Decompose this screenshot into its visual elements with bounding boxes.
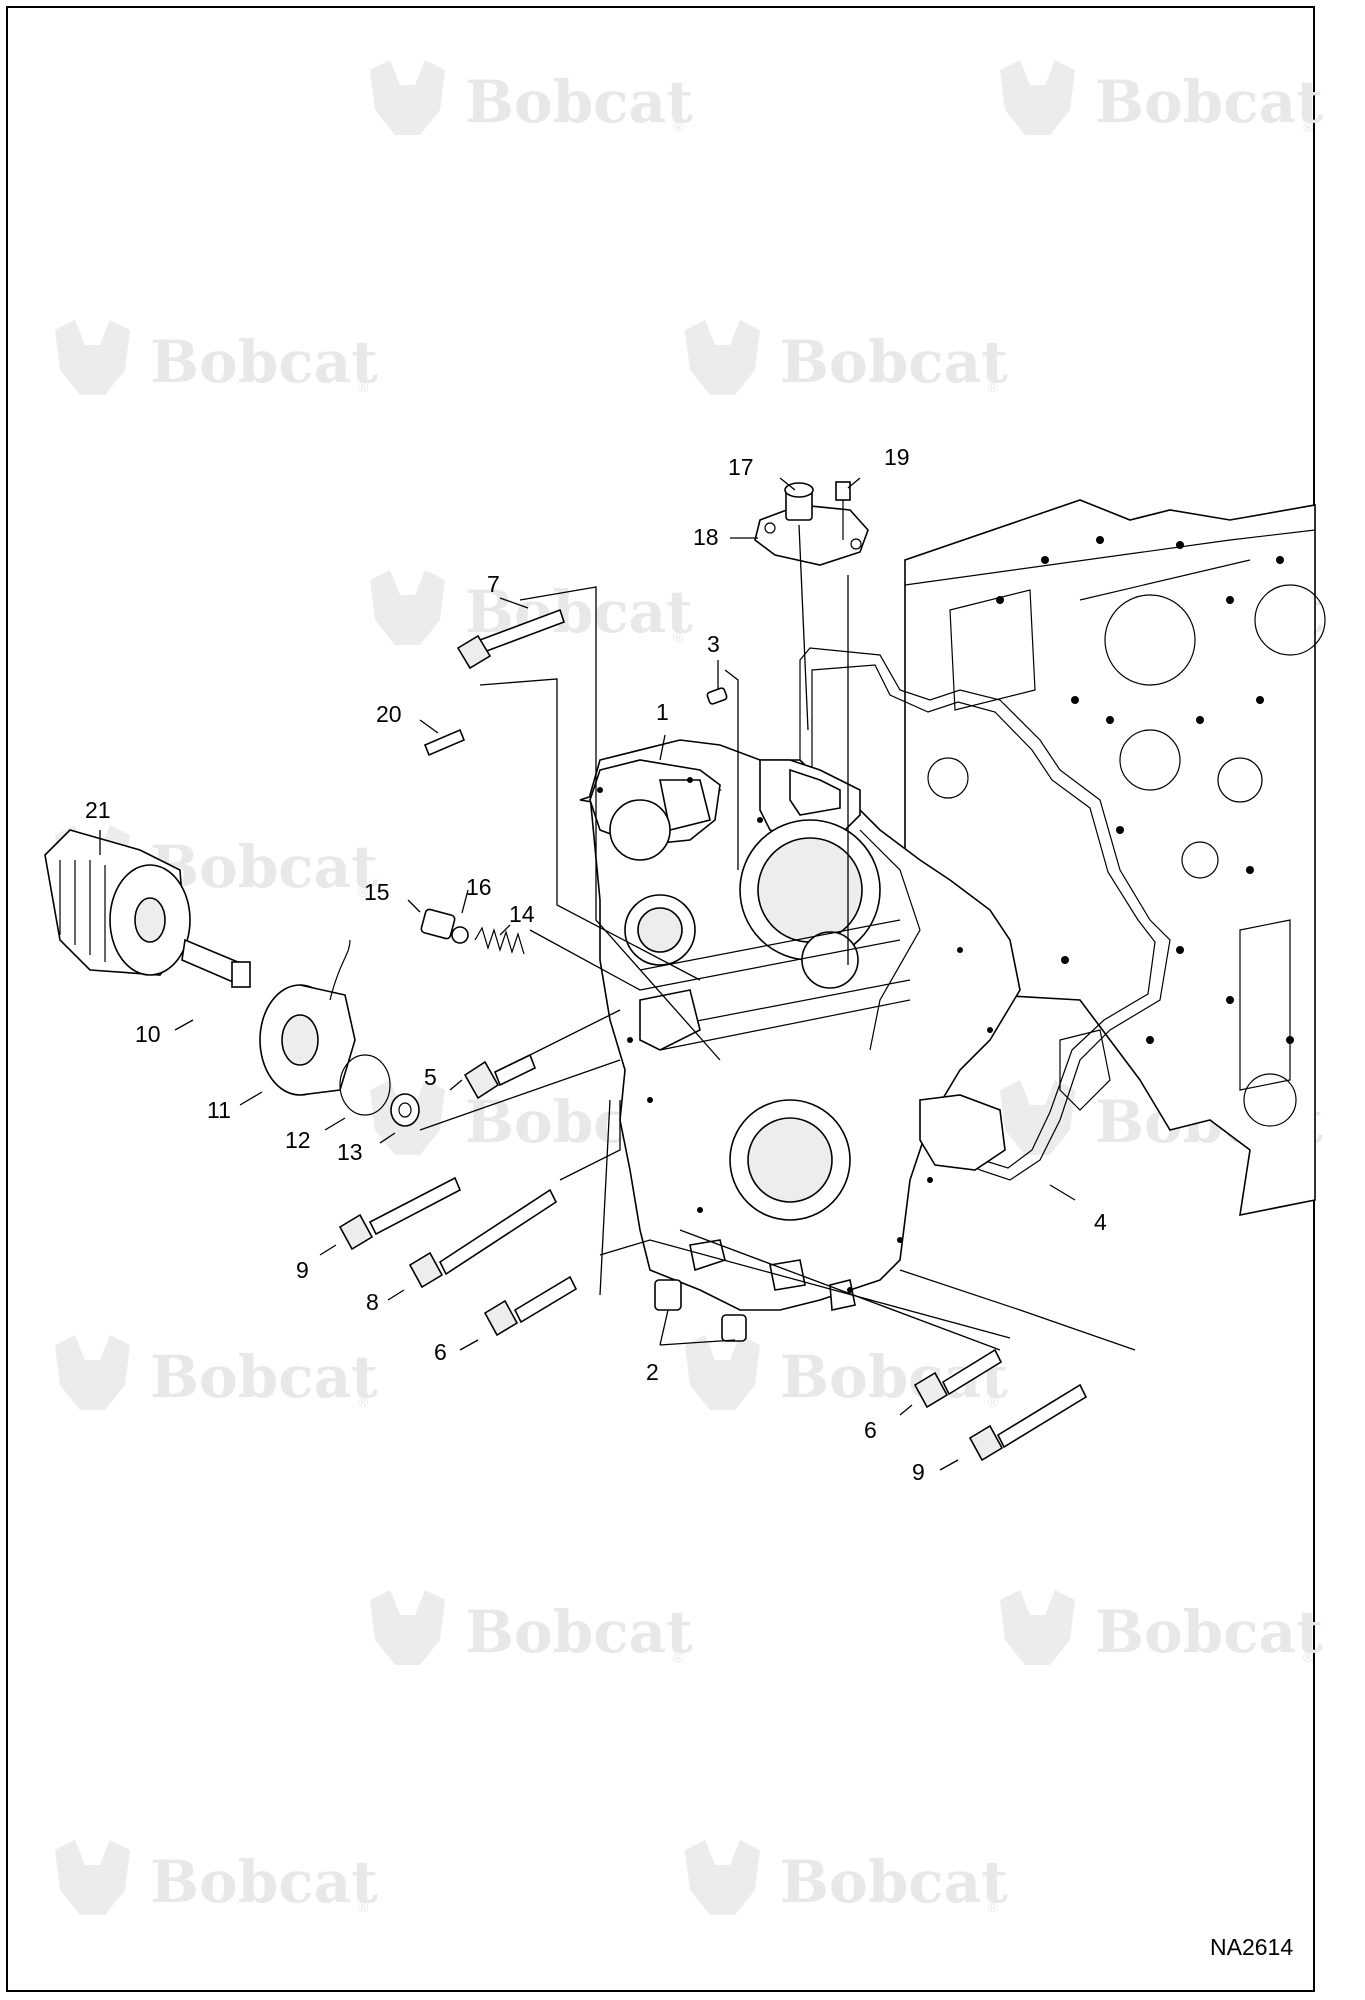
callout-5: 5 bbox=[424, 1064, 437, 1090]
bobcat-logo-icon bbox=[1000, 60, 1075, 135]
callout-9a: 9 bbox=[296, 1257, 309, 1283]
bobcat-logo-icon bbox=[370, 60, 445, 135]
watermark-text: Bobcat bbox=[1095, 68, 1323, 136]
watermark: Bobcat ® bbox=[1000, 1590, 1323, 1666]
watermark-mark: ® bbox=[673, 119, 684, 135]
bobcat-logo-icon bbox=[685, 1335, 760, 1410]
callout-3: 3 bbox=[707, 631, 720, 657]
callout-7: 7 bbox=[487, 571, 500, 597]
leader-lines bbox=[419, 524, 1136, 1351]
ball-16 bbox=[451, 926, 469, 944]
watermark-mark: ® bbox=[358, 379, 369, 395]
bolt-7 bbox=[456, 608, 566, 670]
bobcat-logo-icon bbox=[1000, 1080, 1075, 1155]
watermark-text: Bobcat bbox=[150, 1343, 378, 1411]
bobcat-logo-icon bbox=[1000, 1590, 1075, 1665]
watermark-text: Bobcat bbox=[1095, 1598, 1323, 1666]
bobcat-logo-icon bbox=[685, 1840, 760, 1915]
engine-block bbox=[904, 499, 1326, 1217]
watermark-mark: ® bbox=[673, 629, 684, 645]
washer-13 bbox=[390, 1093, 420, 1127]
watermark-mark: ® bbox=[988, 1899, 999, 1915]
fitting-17 bbox=[784, 482, 814, 521]
bobcat-logo-icon bbox=[55, 1335, 130, 1410]
bolt-9b bbox=[968, 1383, 1088, 1462]
watermark-text: Bobcat bbox=[780, 1848, 1008, 1916]
callout-11: 11 bbox=[207, 1097, 231, 1123]
bolt-6a bbox=[483, 1275, 578, 1337]
callout-8: 8 bbox=[366, 1289, 379, 1315]
callout-21: 21 bbox=[85, 797, 111, 823]
callout-6a: 6 bbox=[434, 1339, 447, 1365]
bolt-5 bbox=[463, 1053, 537, 1100]
callout-19: 19 bbox=[884, 444, 910, 470]
callout-4: 4 bbox=[1094, 1209, 1107, 1235]
case-bolt-holes bbox=[597, 777, 993, 1293]
callout-10: 10 bbox=[135, 1021, 161, 1047]
oil-filter-21 bbox=[44, 829, 191, 976]
bobcat-logo-icon bbox=[370, 570, 445, 645]
fitting-10 bbox=[181, 938, 251, 988]
oil-cooler-11 bbox=[259, 939, 356, 1096]
callout-12: 12 bbox=[285, 1127, 311, 1153]
bobcat-logo-icon bbox=[55, 1840, 130, 1915]
watermark-mark: ® bbox=[988, 379, 999, 395]
watermark: Bobcat ® bbox=[370, 1590, 693, 1666]
callout-15: 15 bbox=[364, 879, 390, 905]
watermark-text: Bobcat bbox=[150, 833, 378, 901]
bobcat-logo-icon bbox=[685, 320, 760, 395]
watermark-mark: ® bbox=[358, 884, 369, 900]
watermark-text: Bobcat bbox=[150, 328, 378, 396]
watermark-mark: ® bbox=[673, 1649, 684, 1665]
spring-14 bbox=[474, 926, 525, 955]
watermark-mark: ® bbox=[988, 1394, 999, 1410]
callout-9b: 9 bbox=[912, 1459, 925, 1485]
watermark-text: Bobcat bbox=[780, 328, 1008, 396]
pin-3 bbox=[706, 687, 728, 705]
callout-17: 17 bbox=[728, 454, 754, 480]
watermark-text: Bobcat bbox=[150, 1848, 378, 1916]
watermark: Bobcat ® bbox=[685, 320, 1008, 396]
bobcat-logo-icon bbox=[55, 320, 130, 395]
cover-plate-18 bbox=[754, 504, 869, 566]
watermark: Bobcat ® bbox=[55, 1335, 378, 1411]
bolt-19 bbox=[835, 481, 851, 540]
callout-ticks bbox=[99, 477, 1076, 1471]
stud-20 bbox=[423, 728, 466, 757]
callout-14: 14 bbox=[509, 901, 535, 927]
plug-2a bbox=[654, 1279, 682, 1311]
figure-id: NA2614 bbox=[1210, 1934, 1293, 1960]
watermark-text: Bobcat bbox=[465, 68, 693, 136]
watermark-mark: ® bbox=[358, 1394, 369, 1410]
callout-labels: 1 2 3 4 5 6 6 7 8 9 9 10 11 12 13 14 15 … bbox=[85, 444, 1107, 1485]
bolt-9a bbox=[338, 1176, 462, 1251]
bolt-6b bbox=[913, 1348, 1003, 1409]
watermark-mark: ® bbox=[1303, 1649, 1314, 1665]
plug-15 bbox=[420, 908, 456, 940]
watermark: Bobcat ® bbox=[55, 1840, 378, 1916]
plug-2b bbox=[721, 1314, 747, 1342]
callout-20: 20 bbox=[376, 701, 402, 727]
watermark: Bobcat ® bbox=[1000, 60, 1323, 136]
bobcat-logo-icon bbox=[370, 1590, 445, 1665]
block-bolt-holes bbox=[996, 536, 1294, 1044]
watermark-mark: ® bbox=[1303, 119, 1314, 135]
callout-6b: 6 bbox=[864, 1417, 877, 1443]
bolt-8 bbox=[408, 1188, 558, 1289]
watermark: Bobcat ® bbox=[370, 60, 693, 136]
callout-16: 16 bbox=[466, 874, 492, 900]
callout-2: 2 bbox=[646, 1359, 659, 1385]
watermark: Bobcat ® bbox=[55, 320, 378, 396]
watermark: Bobcat ® bbox=[685, 1840, 1008, 1916]
o-ring-12 bbox=[339, 1054, 391, 1116]
callout-18: 18 bbox=[693, 524, 719, 550]
callout-13: 13 bbox=[337, 1139, 363, 1165]
callout-1: 1 bbox=[656, 699, 669, 725]
watermark-text: Bobcat bbox=[465, 1598, 693, 1666]
watermark-mark: ® bbox=[358, 1899, 369, 1915]
